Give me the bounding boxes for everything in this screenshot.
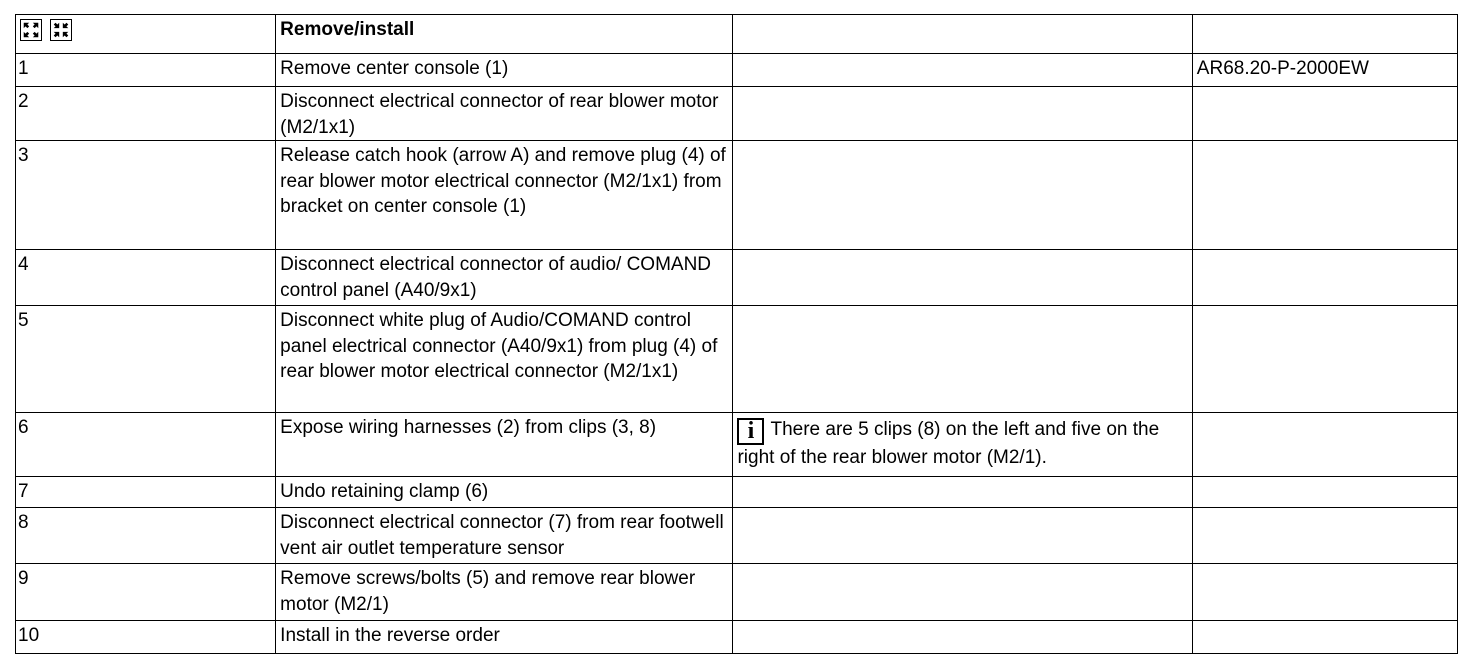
step-text: Install in the reverse order [275,620,734,654]
step-reference-link[interactable]: AR68.20-P-2000EW [1191,53,1459,87]
header-ref-cell [1191,14,1459,54]
step-text: Undo retaining clamp (6) [275,476,734,508]
table-row: 4 Disconnect electrical connector of aud… [14,249,1459,306]
step-number: 10 [14,620,277,654]
step-number: 7 [14,476,277,508]
step-note [732,563,1193,621]
step-text: Disconnect electrical connector (7) from… [275,507,734,564]
step-reference [1191,476,1459,508]
table-row: 3 Release catch hook (arrow A) and remov… [14,140,1459,250]
procedure-table: Remove/install 1 Remove center console (… [14,14,1459,654]
step-number: 3 [14,140,277,250]
table-row: 8 Disconnect electrical connector (7) fr… [14,507,1459,564]
step-note [732,507,1193,564]
step-number: 2 [14,86,277,141]
step-text: Release catch hook (arrow A) and remove … [275,140,734,250]
table-row: 6 Expose wiring harnesses (2) from clips… [14,412,1459,477]
expand-view-icon[interactable] [20,19,42,41]
table-row: 7 Undo retaining clamp (6) [14,476,1459,508]
step-reference [1191,86,1459,141]
step-text: Disconnect electrical connector of audio… [275,249,734,306]
step-text: Disconnect electrical connector of rear … [275,86,734,141]
header-note-cell [732,14,1193,54]
step-number: 1 [14,53,277,87]
step-text: Remove screws/bolts (5) and remove rear … [275,563,734,621]
header-row: Remove/install [14,14,1459,54]
step-number: 9 [14,563,277,621]
step-note [732,53,1193,87]
collapse-view-icon[interactable] [50,19,72,41]
step-number: 8 [14,507,277,564]
step-text: Remove center console (1) [275,53,734,87]
view-controls-cell [14,14,277,54]
step-text: Disconnect white plug of Audio/COMAND co… [275,305,734,413]
step-reference [1191,249,1459,306]
step-note [732,249,1193,306]
step-text: Expose wiring harnesses (2) from clips (… [275,412,734,477]
step-number: 4 [14,249,277,306]
step-reference [1191,140,1459,250]
table-row: 5 Disconnect white plug of Audio/COMAND … [14,305,1459,413]
section-title: Remove/install [275,14,734,54]
step-number: 6 [14,412,277,477]
step-note [732,140,1193,250]
table-row: 1 Remove center console (1) AR68.20-P-20… [14,53,1459,87]
step-note [732,86,1193,141]
step-reference [1191,412,1459,477]
step-reference [1191,507,1459,564]
table-row: 2 Disconnect electrical connector of rea… [14,86,1459,141]
step-note [732,476,1193,508]
step-reference [1191,620,1459,654]
step-reference [1191,563,1459,621]
step-note: There are 5 clips (8) on the left and fi… [737,419,1160,468]
step-note [732,620,1193,654]
step-note [732,305,1193,413]
table-row: 10 Install in the reverse order [14,620,1459,654]
step-number: 5 [14,305,277,413]
step-reference [1191,305,1459,413]
info-icon: i [737,418,765,445]
table-row: 9 Remove screws/bolts (5) and remove rea… [14,563,1459,621]
